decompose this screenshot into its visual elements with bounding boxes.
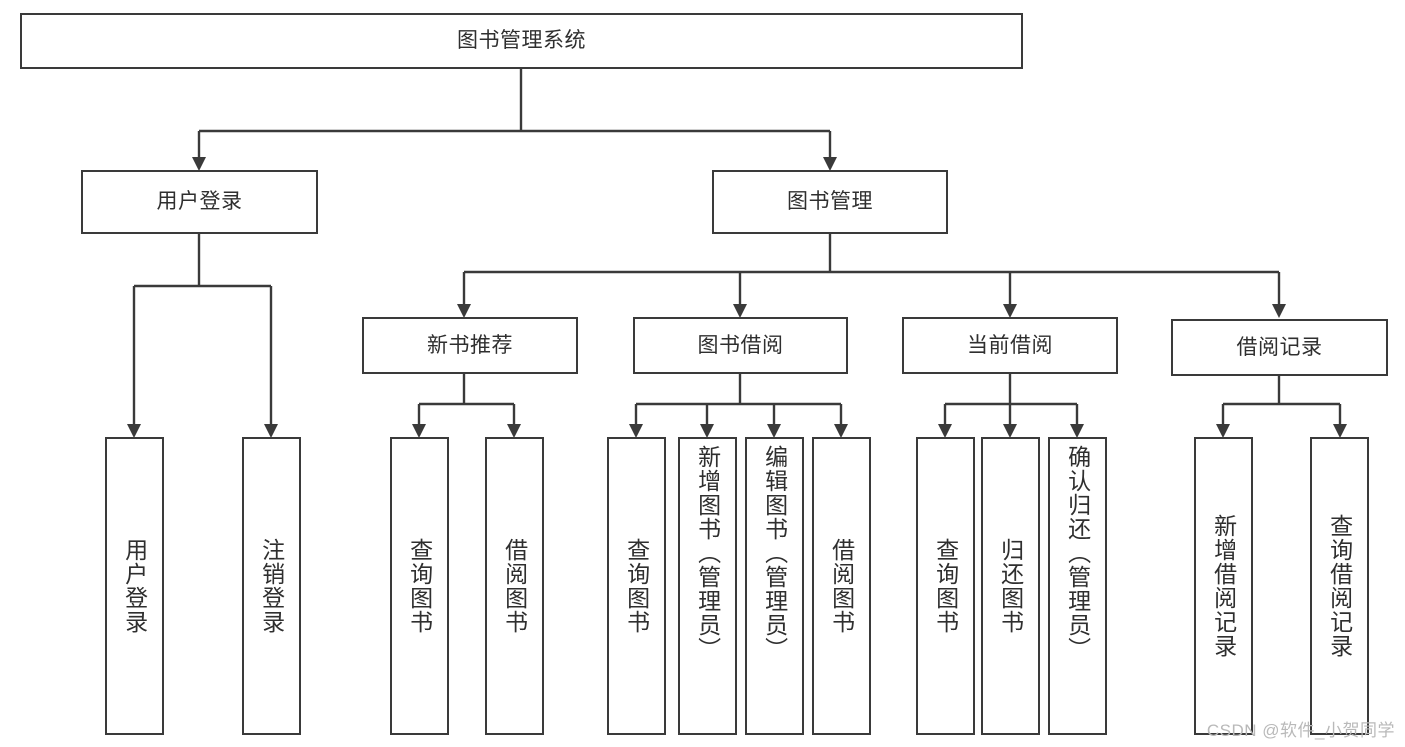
node-leaf-edit-book[interactable]: 编辑图书（管理员） (745, 437, 804, 735)
node-new-book-recommend-label: 新书推荐 (427, 333, 513, 357)
node-leaf-edit-book-label: 编辑图书（管理员） (761, 445, 788, 661)
node-current-borrow-label: 当前借阅 (967, 333, 1053, 357)
node-leaf-return-book-label: 归还图书 (997, 538, 1024, 634)
node-leaf-query-borrow-record-label: 查询借阅记录 (1326, 514, 1353, 658)
node-leaf-query-borrow-record[interactable]: 查询借阅记录 (1310, 437, 1369, 735)
node-leaf-confirm-return-label: 确认归还（管理员） (1064, 445, 1091, 661)
node-leaf-borrow-book-bb-label: 借阅图书 (828, 538, 855, 634)
node-leaf-user-login-label: 用户登录 (121, 538, 148, 634)
node-leaf-add-book[interactable]: 新增图书（管理员） (678, 437, 737, 735)
node-book-management[interactable]: 图书管理 (712, 170, 948, 234)
node-leaf-add-borrow-record[interactable]: 新增借阅记录 (1194, 437, 1253, 735)
csdn-watermark: CSDN @软件_小贺同学 (1206, 721, 1395, 740)
node-book-borrow[interactable]: 图书借阅 (633, 317, 848, 374)
node-leaf-query-book-cb-label: 查询图书 (932, 538, 959, 634)
node-leaf-add-book-label: 新增图书（管理员） (694, 445, 721, 661)
node-book-management-label: 图书管理 (787, 190, 873, 214)
node-book-borrow-label: 图书借阅 (697, 333, 784, 357)
node-user-login[interactable]: 用户登录 (81, 170, 318, 234)
node-leaf-query-book-nb[interactable]: 查询图书 (390, 437, 449, 735)
node-root[interactable]: 图书管理系统 (20, 13, 1023, 69)
node-leaf-query-book-nb-label: 查询图书 (406, 538, 433, 634)
node-leaf-borrow-book-nb[interactable]: 借阅图书 (485, 437, 544, 735)
node-leaf-query-book-bb[interactable]: 查询图书 (607, 437, 666, 735)
node-leaf-add-borrow-record-label: 新增借阅记录 (1210, 514, 1237, 658)
node-borrow-record[interactable]: 借阅记录 (1171, 319, 1388, 376)
node-leaf-return-book[interactable]: 归还图书 (981, 437, 1040, 735)
node-user-login-label: 用户登录 (156, 190, 243, 214)
node-leaf-borrow-book-bb[interactable]: 借阅图书 (812, 437, 871, 735)
node-leaf-query-book-cb[interactable]: 查询图书 (916, 437, 975, 735)
node-leaf-logout-label: 注销登录 (258, 538, 285, 634)
node-current-borrow[interactable]: 当前借阅 (902, 317, 1118, 374)
node-leaf-query-book-bb-label: 查询图书 (623, 538, 650, 634)
node-borrow-record-label: 借阅记录 (1236, 335, 1323, 359)
node-leaf-user-login[interactable]: 用户登录 (105, 437, 164, 735)
node-root-label: 图书管理系统 (457, 29, 586, 53)
node-leaf-borrow-book-nb-label: 借阅图书 (501, 538, 528, 634)
node-leaf-logout[interactable]: 注销登录 (242, 437, 301, 735)
node-leaf-confirm-return[interactable]: 确认归还（管理员） (1048, 437, 1107, 735)
node-new-book-recommend[interactable]: 新书推荐 (362, 317, 578, 374)
